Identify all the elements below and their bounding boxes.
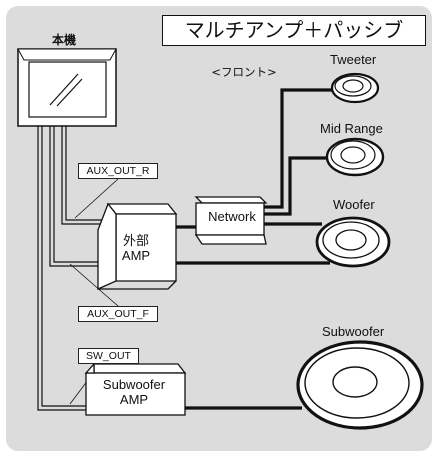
subwoofer-amp-label-line2: AMP: [119, 392, 149, 407]
signal-wires: [37, 126, 108, 411]
external-amp-label-line2: AMP: [121, 248, 151, 263]
subwoofer-label: Subwoofer: [322, 324, 385, 339]
external-amp-label: 外部 AMP: [108, 233, 164, 263]
mid-range-speaker: [325, 137, 385, 177]
front-label: <フロント>: [211, 65, 277, 79]
subwoofer-speaker: [296, 340, 424, 430]
woofer-label: Woofer: [333, 197, 375, 212]
network-label: Network: [208, 209, 256, 224]
tweeter-speaker: [330, 72, 380, 104]
subwoofer-amp-label: Subwoofer AMP: [88, 377, 180, 407]
head-unit-label: 本機: [51, 33, 76, 47]
head-unit: [17, 48, 117, 127]
sw-out-tag: SW_OUT: [78, 348, 139, 364]
tweeter-label: Tweeter: [330, 52, 377, 67]
external-amp: [97, 202, 178, 291]
speaker-wires: [176, 88, 336, 410]
network-box: [194, 196, 268, 245]
aux-out-r-tag: AUX_OUT_R: [78, 163, 158, 179]
diagram-title: マルチアンプ＋パッシブ: [162, 15, 426, 46]
external-amp-label-line1: 外部: [122, 233, 149, 248]
subwoofer-amp: [84, 362, 187, 416]
mid-range-label: Mid Range: [320, 121, 383, 136]
aux-out-f-tag: AUX_OUT_F: [78, 306, 158, 322]
subwoofer-amp-label-line1: Subwoofer: [102, 377, 166, 392]
woofer-speaker: [315, 216, 391, 268]
